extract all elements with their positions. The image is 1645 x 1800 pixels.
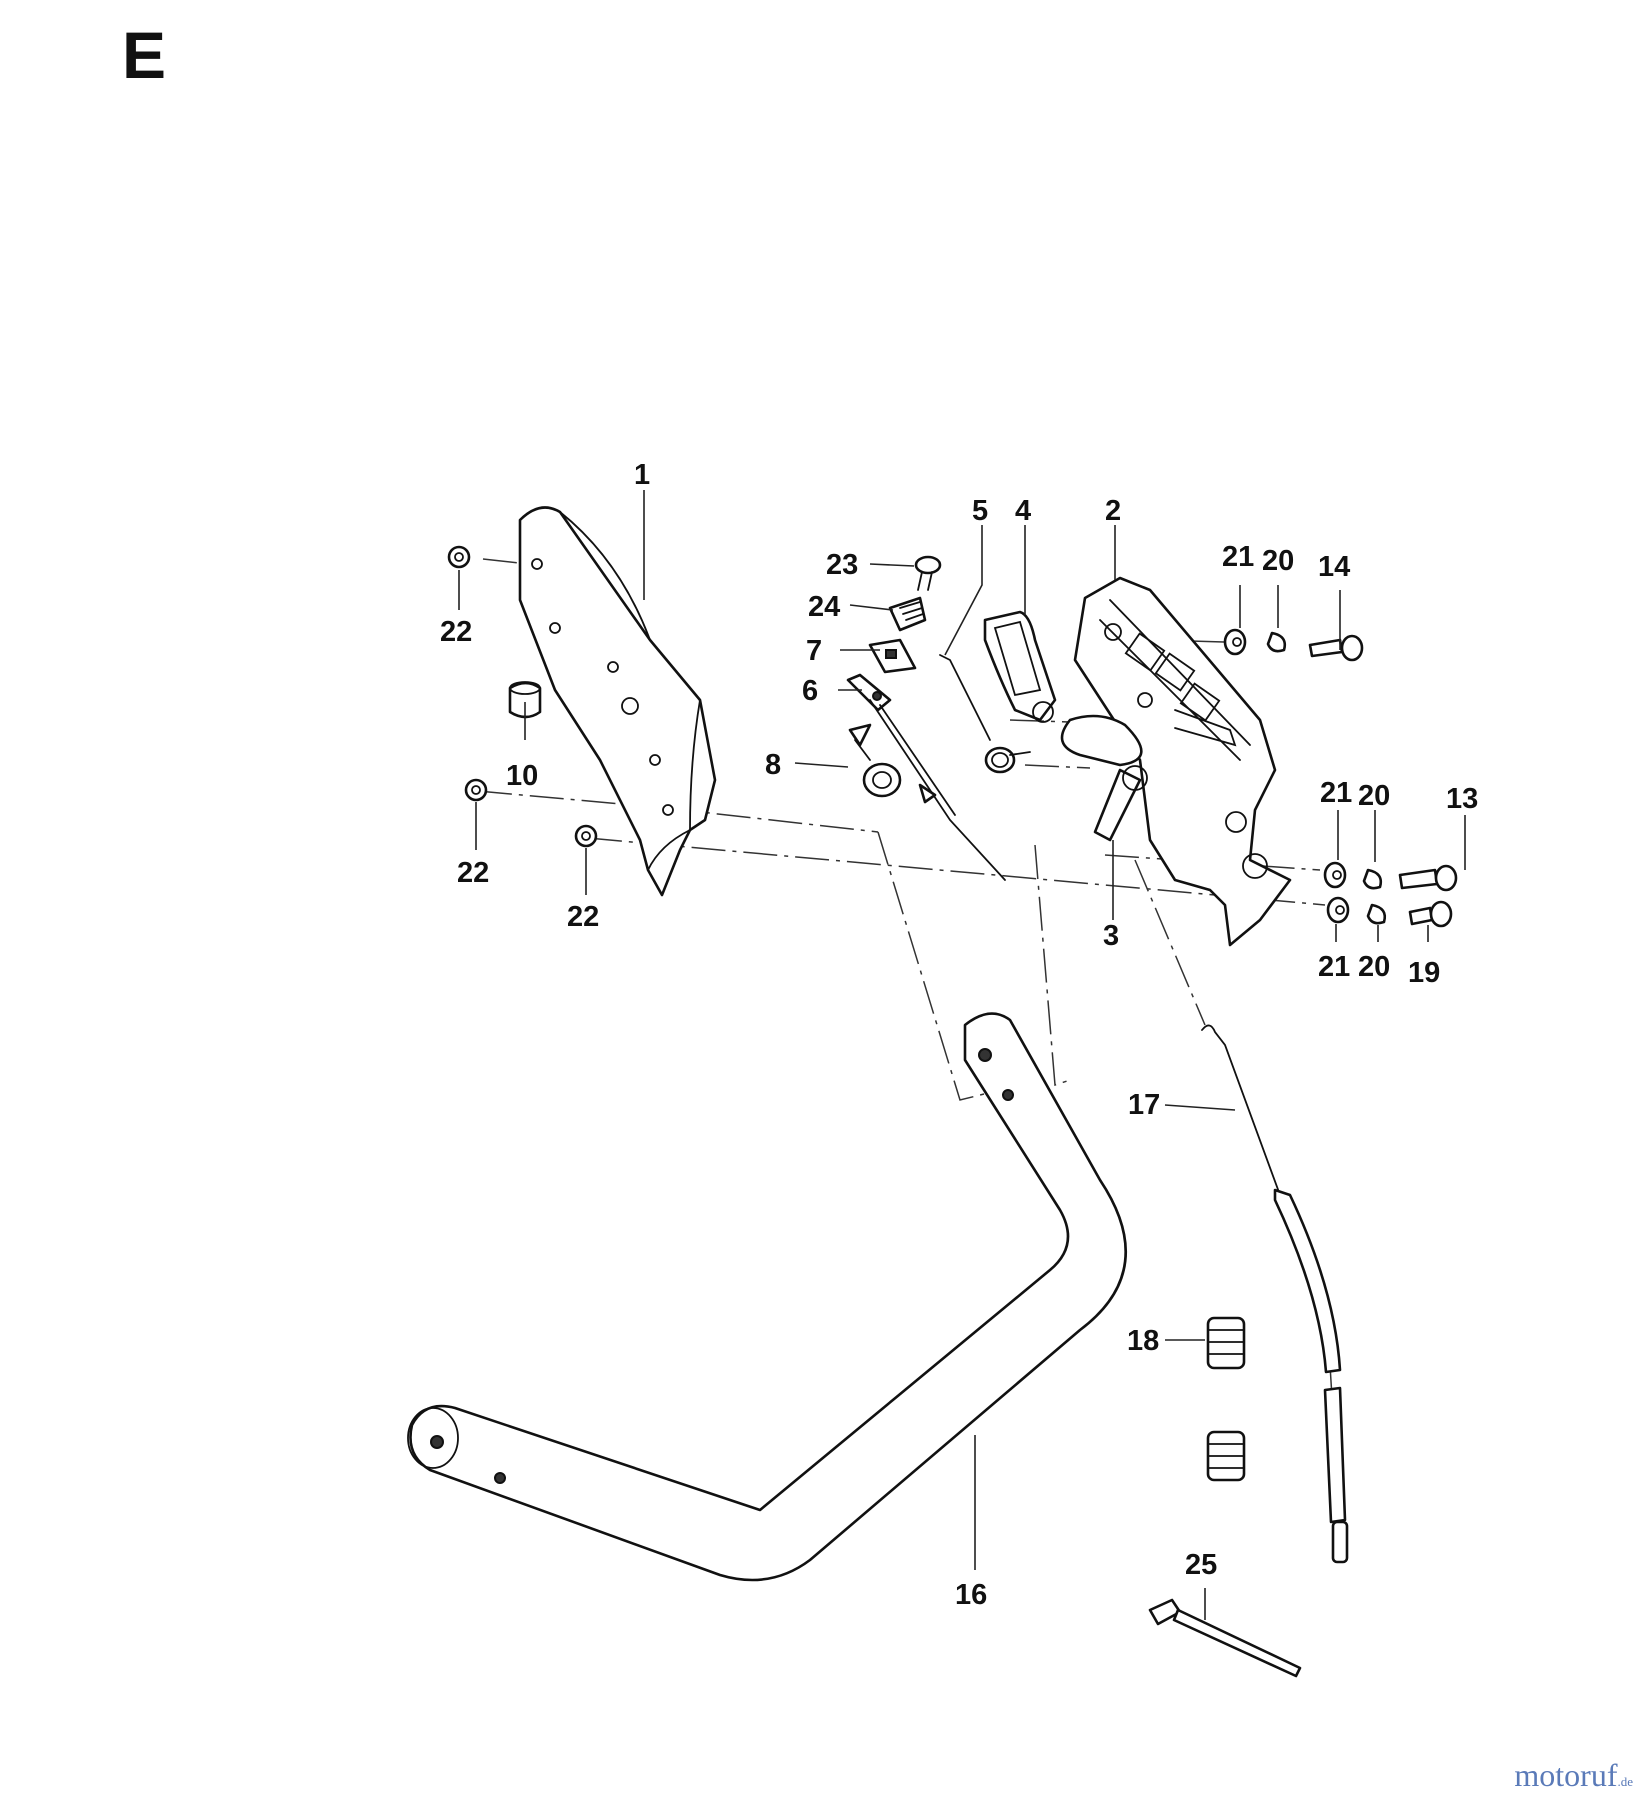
callout-5: 5: [972, 495, 988, 527]
callout-22c: 22: [567, 901, 599, 933]
part-22-nut-c: [574, 824, 598, 848]
section-letter: E: [122, 18, 167, 92]
part-20-lockwasher-c: [1366, 903, 1387, 925]
callout-4: 4: [1015, 495, 1031, 527]
callout-7: 7: [806, 635, 822, 667]
watermark-brand: motoruf: [1514, 1757, 1618, 1793]
part-2-throttle-housing: [1073, 576, 1292, 947]
callout-22a: 22: [440, 616, 472, 648]
callout-17: 17: [1128, 1089, 1160, 1121]
callout-20a: 20: [1262, 545, 1294, 577]
callout-3: 3: [1103, 920, 1119, 952]
part-5-torsion-spring: [939, 654, 1031, 774]
callout-25: 25: [1185, 1549, 1217, 1581]
callout-21b: 21: [1320, 777, 1352, 809]
callout-10: 10: [506, 760, 538, 792]
callout-20c: 20: [1358, 951, 1390, 983]
callout-6: 6: [802, 675, 818, 707]
part-14-screw: [1308, 634, 1364, 662]
watermark-logo: motoruf.de: [1514, 1757, 1633, 1794]
part-20-lockwasher-b: [1362, 868, 1383, 890]
callout-23: 23: [826, 549, 858, 581]
callout-20b: 20: [1358, 780, 1390, 812]
part-21-washer-b: [1323, 861, 1347, 889]
part-21-washer-a: [1223, 628, 1247, 656]
part-6-slide: [846, 673, 1006, 881]
callout-labels: 1 2 3 4 5 6 7 8 10 13 14 16 17 18 19 20 …: [440, 459, 1478, 1611]
callout-21a: 21: [1222, 541, 1254, 573]
part-7-plate: [868, 638, 917, 674]
part-17-throttle-cable: [1201, 1024, 1349, 1564]
leader-lines: [458, 490, 1466, 1620]
part-10-plug: [508, 681, 542, 719]
callout-16: 16: [955, 1579, 987, 1611]
callout-19: 19: [1408, 957, 1440, 989]
callout-2: 2: [1105, 495, 1121, 527]
part-4-trigger: [983, 610, 1057, 723]
part-23-screw: [914, 555, 942, 591]
part-13-screw: [1398, 864, 1458, 892]
callout-18: 18: [1127, 1325, 1159, 1357]
part-22-nut-b: [464, 778, 488, 802]
callout-1: 1: [634, 459, 650, 491]
part-1-handle-housing: [518, 506, 717, 897]
part-19-screw: [1408, 900, 1453, 928]
part-22-nut-a: [447, 545, 471, 569]
part-16-handlebar: [407, 1012, 1128, 1582]
part-20-lockwasher-a: [1266, 631, 1287, 653]
part-24-knob: [888, 596, 927, 632]
callout-24: 24: [808, 591, 840, 623]
part-21-washer-c: [1326, 896, 1350, 924]
part-25-cable-tie: [1148, 1598, 1302, 1678]
callout-13: 13: [1446, 783, 1478, 815]
part-8-lock: [848, 723, 902, 798]
part-3-throttle-lever: [1060, 714, 1148, 842]
callout-8: 8: [765, 749, 781, 781]
callout-14: 14: [1318, 551, 1350, 583]
part-18-sleeve-top: [1206, 1316, 1246, 1370]
part-18-sleeve-bottom: [1206, 1430, 1246, 1482]
callout-22b: 22: [457, 857, 489, 889]
callout-21c: 21: [1318, 951, 1350, 983]
watermark-tld: .de: [1617, 1774, 1633, 1789]
